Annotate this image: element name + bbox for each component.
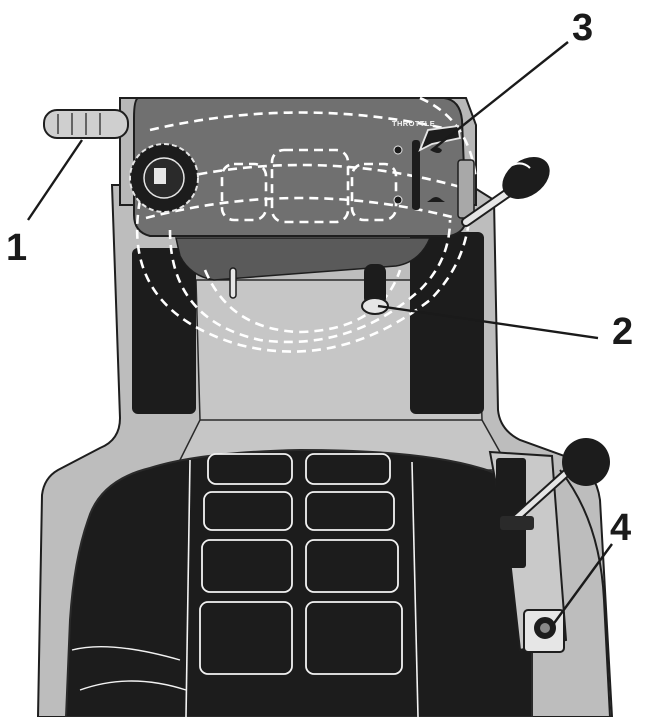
left-foot-well [132, 248, 196, 414]
right-fender [559, 469, 611, 717]
gear-lever-knob [502, 157, 550, 199]
gear-lever-base [457, 159, 475, 219]
seat-pad [199, 601, 293, 675]
lift-lever-slot [496, 458, 526, 568]
gear-lever [457, 157, 550, 227]
right-foot-well [410, 232, 484, 414]
throttle-label: THROTTLE [392, 119, 435, 128]
callout-labels: 1 2 3 4 [6, 7, 633, 549]
throttle-lever [418, 124, 462, 152]
dashboard: THROTTLE [119, 96, 478, 353]
seat-pad [207, 453, 293, 485]
seat-pad [305, 601, 403, 675]
fuel-pump-icon [154, 168, 166, 184]
seat-pad [203, 491, 293, 531]
seat-front-edge [71, 645, 181, 661]
choke-knob [129, 143, 199, 213]
seat-pads [199, 453, 403, 675]
dashed-arc-1 [149, 111, 453, 132]
callout-2: 2 [612, 311, 633, 353]
pto-knob [361, 264, 389, 315]
seat-groove-left [185, 459, 191, 717]
seat-groove-right [411, 461, 419, 717]
pto-knob-stem [364, 264, 386, 306]
throttle-slow-mark-icon [393, 195, 403, 205]
dashed-ring-inner [168, 219, 452, 344]
callout-1: 1 [6, 227, 27, 269]
seat-cushion [64, 448, 533, 717]
seat [64, 448, 533, 717]
throttle-lever-handle [418, 124, 462, 152]
leader-line-4 [551, 543, 613, 627]
leader-line-1 [27, 139, 83, 221]
pto-knob-face [361, 297, 389, 315]
seat-pad [201, 539, 293, 593]
lift-lever-base [500, 516, 534, 530]
turtle-icon [427, 197, 445, 202]
dashed-gauge-center [270, 148, 350, 224]
callout-3: 3 [572, 7, 593, 49]
fender-console [488, 438, 610, 653]
lift-lever-knob [562, 438, 610, 486]
callout-leaders [27, 41, 613, 627]
dashed-ring-outer [135, 169, 472, 353]
dash-small-lever [229, 267, 237, 299]
callout-4: 4 [610, 507, 631, 549]
seat-pad [305, 453, 391, 485]
seat-pad [305, 491, 395, 531]
leader-line-3 [431, 41, 569, 151]
throttle-slot [412, 140, 420, 210]
left-handle [43, 109, 129, 139]
console-skirt [175, 237, 432, 281]
seat-pad [305, 539, 399, 593]
leader-line-2 [377, 304, 599, 340]
throttle-fast-mark-icon [393, 145, 403, 155]
